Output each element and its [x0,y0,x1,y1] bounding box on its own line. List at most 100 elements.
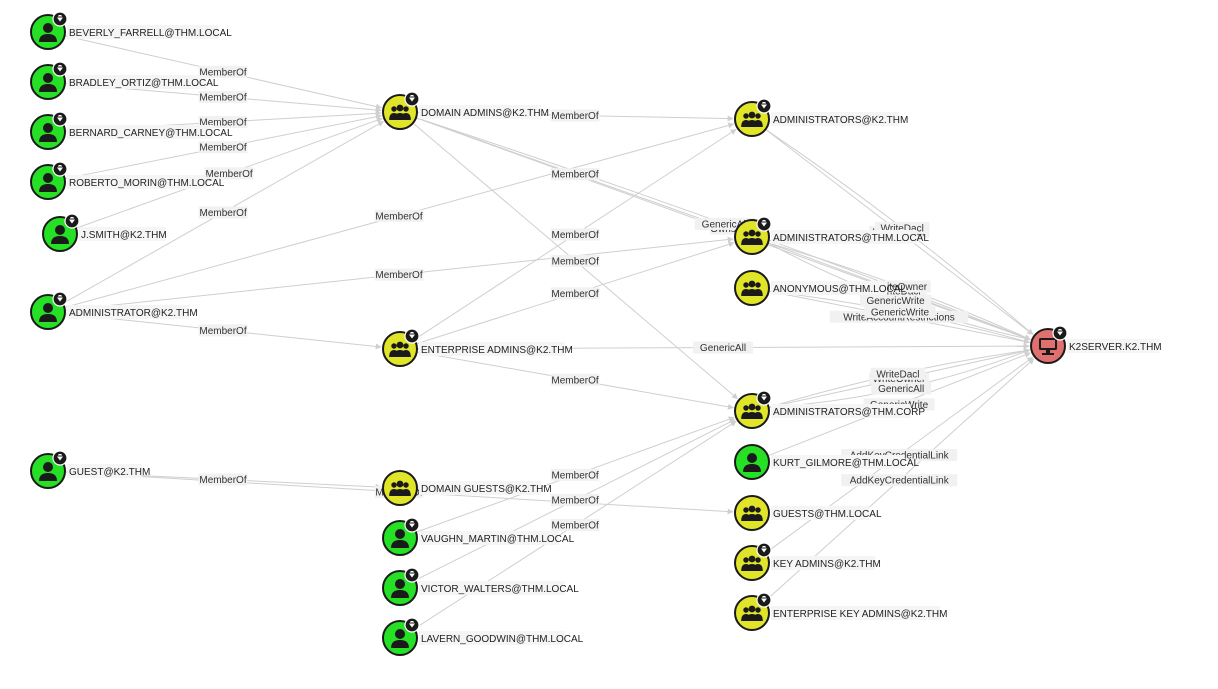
node-label-background [1067,339,1160,353]
edge-label-text: WriteOwner [874,282,927,293]
edge-label-text: GenericWrite [871,307,930,318]
edge-label-text: MemberOf [199,326,246,337]
group-node-circle[interactable] [734,495,770,531]
gem-badge-icon [52,61,68,77]
group-icon [741,605,763,621]
node-label: LAVERN_GOODWIN@THM.LOCAL [421,634,584,645]
node-administrator-k2-thm[interactable]: ADMINISTRATOR@K2.THM [30,291,198,330]
user-icon [51,225,69,244]
node-key-admins-k2-thm[interactable]: KEY ADMINS@K2.THM [734,542,881,581]
edge-label: MemberOf [550,109,600,122]
node-label-background [419,481,541,495]
edge-label: MemberOf [198,65,248,78]
node-label: GUESTS@THM.LOCAL [773,509,882,520]
edge-label-text: MemberOf [551,289,598,300]
edge-label-background [841,474,958,487]
edge-label: MemberOf [374,209,424,222]
edge-label-background [374,268,424,281]
gem-badge-icon [756,542,772,558]
node-label-background [67,305,189,319]
node-victor-walters-thm-local[interactable]: VICTOR_WALTERS@THM.LOCAL [382,567,579,606]
user-icon [39,23,57,42]
node-k2server-k2-thm[interactable]: K2SERVER.K2.THM [1030,325,1162,364]
node-label-background [419,342,565,356]
user-icon [39,173,57,192]
node-label: VAUGHN_MARTIN@THM.LOCAL [421,534,575,545]
edge-label: AddKeyCredentialLink [841,474,958,487]
node-label-background [419,531,559,545]
node-roberto-morin-thm-local[interactable]: ROBERTO_MORIN@THM.LOCAL [30,161,225,200]
node-label: ENTERPRISE ADMINS@K2.THM [421,345,573,356]
node-administrators-thm-local[interactable]: ADMINISTRATORS@THM.LOCAL [734,216,929,255]
edge-label: MemberOf [198,473,248,486]
edge-label-background [693,341,753,354]
gem-badge-icon [52,161,68,177]
node-lavern-goodwin-thm-local[interactable]: LAVERN_GOODWIN@THM.LOCAL [382,617,584,656]
node-label: ADMINISTRATORS@THM.CORP [773,407,925,418]
edge-label-background [198,473,248,486]
node-j-smith-k2-thm[interactable]: J.SMITH@K2.THM [42,213,167,252]
group-node-circle[interactable] [382,470,418,506]
gem-badge-icon [52,291,68,307]
node-label: DOMAIN GUESTS@K2.THM [421,484,552,495]
node-label: ADMINISTRATORS@THM.LOCAL [773,233,929,244]
edge-label-background [198,90,248,103]
edge-label-background [198,206,248,219]
edge-label: MemberOf [550,254,600,267]
edge-label-background [198,141,248,154]
group-icon [741,403,763,419]
edge-label: MemberOf [198,324,248,337]
node-anonymous-thm-local[interactable]: ANONYMOUS@THM.LOCAL [734,270,906,306]
edge-label: MemberOf [550,373,600,386]
edge-label-text: MemberOf [199,118,246,129]
edge-label: MemberOf [550,519,600,532]
edge-label-text: GenericWrite [867,296,926,307]
group-icon [741,229,763,245]
node-label-background [67,25,219,39]
node-label: KEY ADMINS@K2.THM [773,559,881,570]
node-domain-guests-k2-thm[interactable]: DOMAIN GUESTS@K2.THM [382,470,552,506]
edge-label: MemberOf [374,268,424,281]
node-bradley-ortiz-thm-local[interactable]: BRADLEY_ORTIZ@THM.LOCAL [30,61,219,100]
node-enterprise-key-admins-k2-thm[interactable]: ENTERPRISE KEY ADMINS@K2.THM [734,592,947,631]
node-label: ADMINISTRATORS@K2.THM [773,115,908,126]
node-label-background [771,404,911,418]
node-administrators-k2-thm[interactable]: ADMINISTRATORS@K2.THM [734,98,908,137]
edge-label-background [198,324,248,337]
node-label-background [419,581,565,595]
node-label: BRADLEY_ORTIZ@THM.LOCAL [69,78,219,89]
node-label-background [419,105,541,119]
node-vaughn-martin-thm-local[interactable]: VAUGHN_MARTIN@THM.LOCAL [382,517,575,556]
user-icon [39,123,57,142]
edge-label-background [550,493,600,506]
gem-badge-icon [404,91,420,107]
edge-label-text: MemberOf [199,67,246,78]
group-icon [741,505,763,521]
node-guest-k2-thm[interactable]: GUEST@K2.THM [30,450,150,489]
user-icon [39,73,57,92]
node-domain-admins-k2-thm[interactable]: DOMAIN ADMINS@K2.THM [382,91,549,130]
edge-label: MemberOf [198,206,248,219]
node-label-background [419,631,565,645]
node-label: ROBERTO_MORIN@THM.LOCAL [69,178,225,189]
node-bernard-carney-thm-local[interactable]: BERNARD_CARNEY@THM.LOCAL [30,111,233,150]
edge-label-background [550,468,600,481]
group-node-circle[interactable] [734,270,770,306]
node-kurt-gilmore-thm-local[interactable]: KURT_GILMORE@THM.LOCAL [734,444,920,480]
node-administrators-thm-corp[interactable]: ADMINISTRATORS@THM.CORP [734,390,925,429]
edge-label-text: AddKeyCredentialLink [850,476,950,487]
group-icon [741,555,763,571]
edge-label-text: GenericAll [702,219,748,230]
edge-label-text: MemberOf [552,521,599,532]
node-enterprise-admins-k2-thm[interactable]: ENTERPRISE ADMINS@K2.THM [382,328,573,367]
user-icon [391,529,409,548]
gem-badge-icon [756,390,772,406]
edge-label-background [550,168,600,181]
node-beverly-farrell-thm-local[interactable]: BEVERLY_FARRELL@THM.LOCAL [30,11,232,50]
edge-label-background [550,373,600,386]
node-label-background [67,464,142,478]
edge-label-background [864,305,936,318]
node-label: GUEST@K2.THM [69,467,150,478]
node-guests-thm-local[interactable]: GUESTS@THM.LOCAL [734,495,882,531]
